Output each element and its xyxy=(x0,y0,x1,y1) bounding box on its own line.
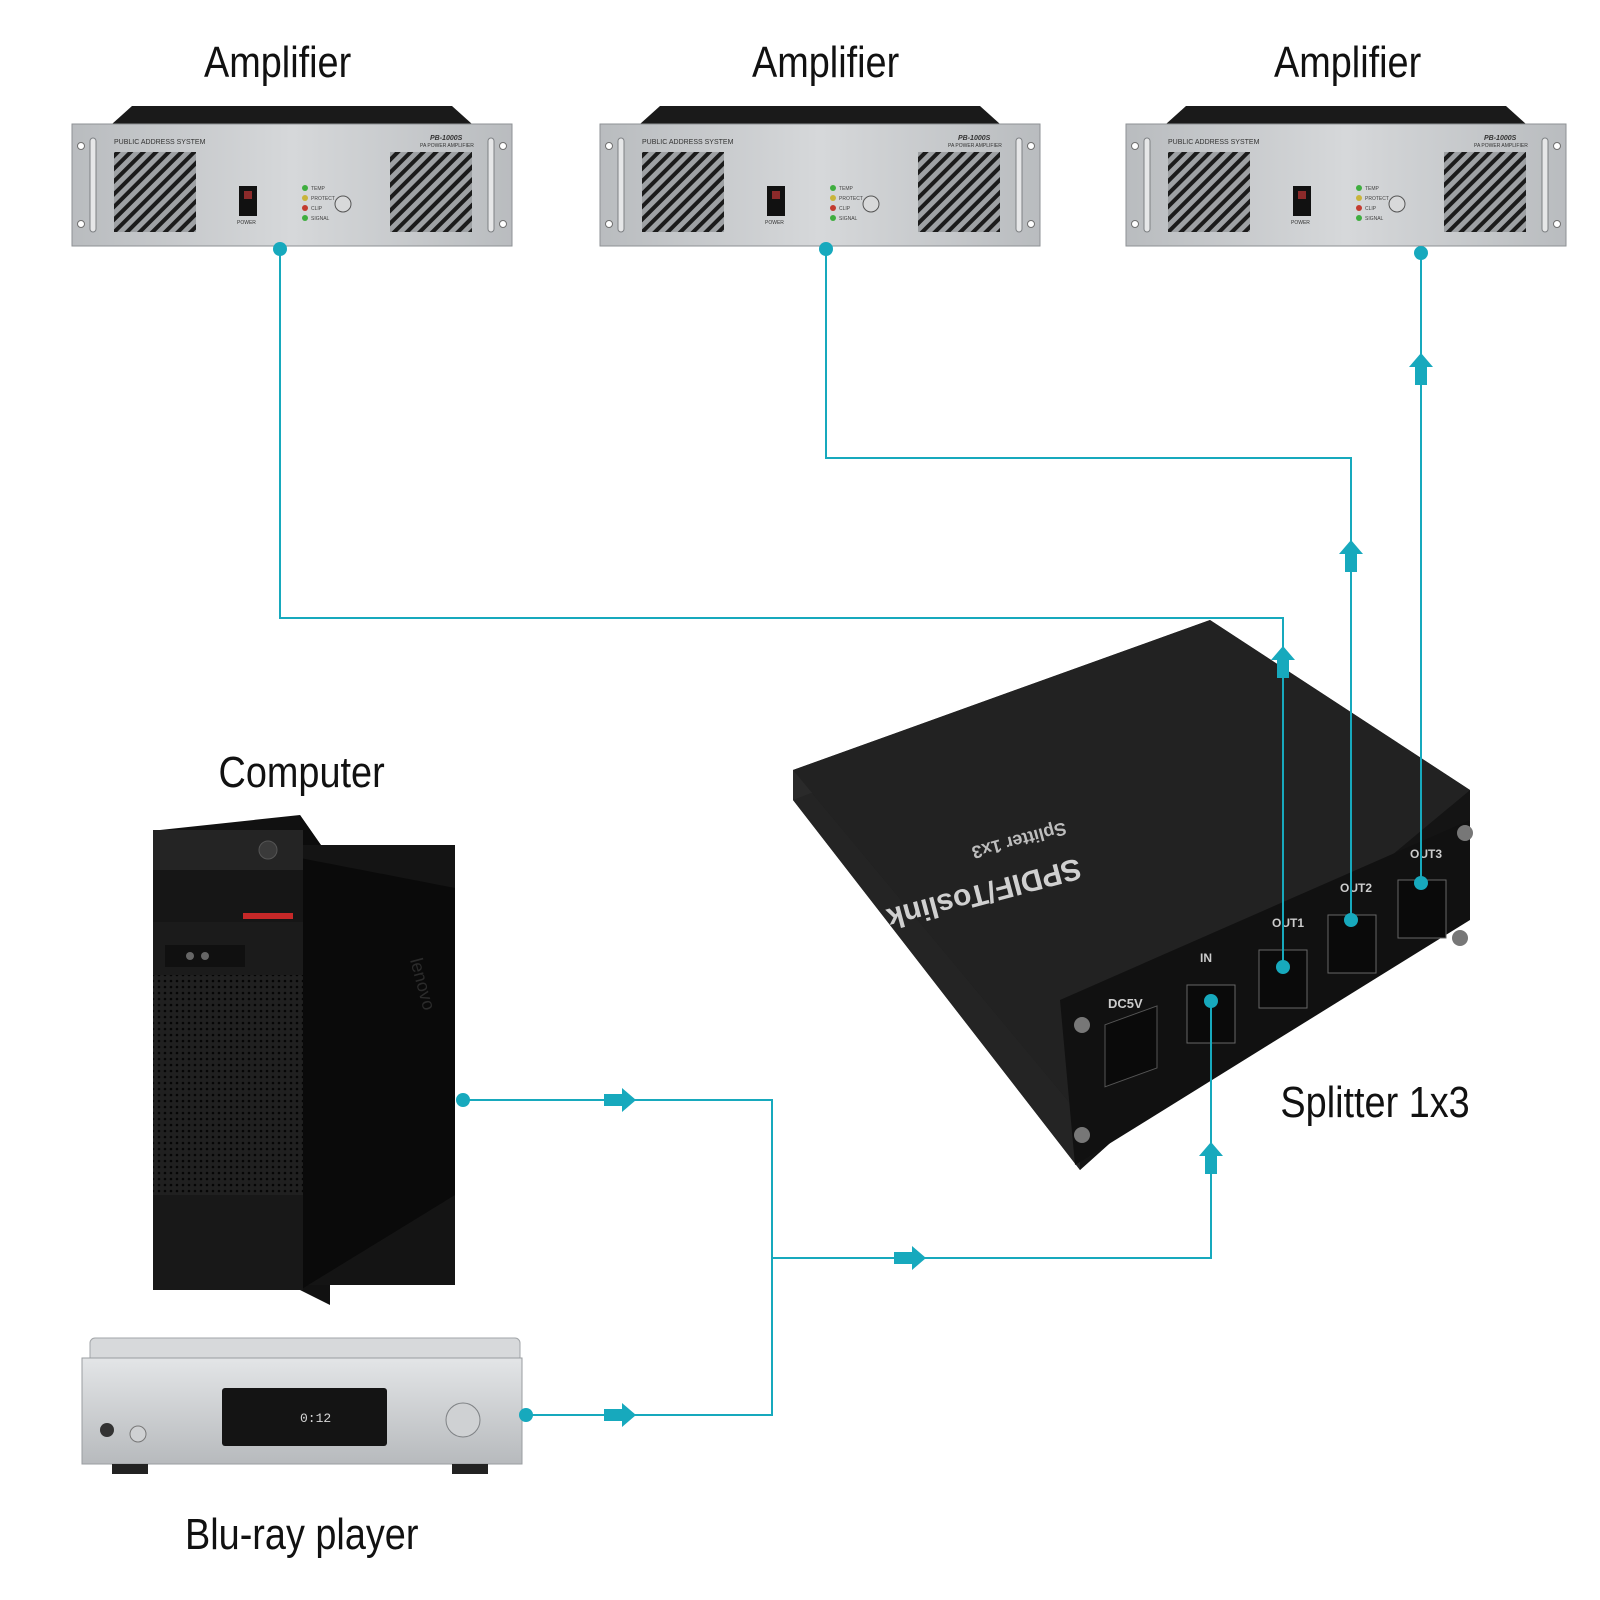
amp3-led-label: TEMP xyxy=(1365,186,1380,192)
amp2-led-label: PROTECT xyxy=(839,196,863,202)
connector-dot-out3 xyxy=(1414,876,1428,890)
amp2-power-text: POWER xyxy=(765,220,784,226)
splitter-dc5v-label: DC5V xyxy=(1108,996,1143,1011)
amplifier-panel-text: PUBLIC ADDRESS SYSTEM PB-1000S PA POWER … xyxy=(114,135,1528,226)
arrow-right-to-splitter xyxy=(894,1246,926,1270)
connector-dot-out1 xyxy=(1276,960,1290,974)
amp2-model-text: PB-1000S xyxy=(958,135,991,142)
connector-dot-amplifier-2 xyxy=(819,242,833,256)
connector-dot-amplifier-3 xyxy=(1414,246,1428,260)
amp2-system-text: PUBLIC ADDRESS SYSTEM xyxy=(642,139,734,146)
computer-device: lenovo xyxy=(153,815,455,1305)
splitter-in-label: IN xyxy=(1200,951,1212,965)
connector-out1-amplifier-1 xyxy=(279,249,1284,967)
amp2-led-label: SIGNAL xyxy=(839,216,858,222)
amp3-led-label: SIGNAL xyxy=(1365,216,1384,222)
splitter-label: Splitter 1x3 xyxy=(1280,1078,1470,1127)
connector-lines xyxy=(273,242,1433,1427)
splitter-out3-label: OUT3 xyxy=(1410,847,1442,861)
bluray-label: Blu-ray player xyxy=(185,1510,419,1559)
amplifier-1-device xyxy=(71,105,513,247)
amplifier-1-label: Amplifier xyxy=(203,38,352,87)
amp3-power-text: POWER xyxy=(1291,220,1310,226)
splitter-device: SPDIF/Toslink Splitter 1x3 DC5V IN OUT1 … xyxy=(793,620,1473,1170)
amplifier-2-label: Amplifier xyxy=(751,38,900,87)
amp3-model-text: PB-1000S xyxy=(1484,135,1517,142)
arrow-up-out2 xyxy=(1339,540,1363,572)
amp3-led-label: PROTECT xyxy=(1365,196,1389,202)
amp1-power-text: POWER xyxy=(237,220,256,226)
arrow-right-bluray xyxy=(604,1403,636,1427)
arrow-up-out1 xyxy=(1271,646,1295,678)
amp1-led-label: CLIP xyxy=(311,206,323,212)
connector-dot-in xyxy=(1204,994,1218,1008)
amp1-system-text: PUBLIC ADDRESS SYSTEM xyxy=(114,139,206,146)
amp1-led-label: PROTECT xyxy=(311,196,335,202)
amp3-led-label: CLIP xyxy=(1365,206,1377,212)
amplifier-led-labels: TEMP PROTECT CLIP SIGNAL TEMP PROTECT CLIP SIGN… xyxy=(311,186,1389,222)
amp1-led-label: SIGNAL xyxy=(311,216,330,222)
bluray-device: 0:12 xyxy=(81,1337,523,1474)
arrow-up-out3 xyxy=(1409,353,1433,385)
splitter-out1-label: OUT1 xyxy=(1272,916,1304,930)
bluray-display-text: 0:12 xyxy=(300,1411,331,1426)
arrow-right-computer xyxy=(604,1088,636,1112)
amp1-led-label: TEMP xyxy=(311,186,326,192)
connector-dot-bluray xyxy=(519,1408,533,1422)
amp2-led-label: CLIP xyxy=(839,206,851,212)
splitter-out2-label: OUT2 xyxy=(1340,881,1372,895)
arrow-up-in xyxy=(1199,1142,1223,1174)
amp2-model-sub-text: PA POWER AMPLIFIER xyxy=(948,143,1002,149)
amplifier-2-device xyxy=(599,105,1041,247)
connector-dot-out2 xyxy=(1344,913,1358,927)
amp3-system-text: PUBLIC ADDRESS SYSTEM xyxy=(1168,139,1260,146)
connector-dot-computer xyxy=(456,1093,470,1107)
amp1-model-text: PB-1000S xyxy=(430,135,463,142)
amp3-model-sub-text: PA POWER AMPLIFIER xyxy=(1474,143,1528,149)
connector-out2-amplifier-2 xyxy=(825,249,1352,920)
amp2-led-label: TEMP xyxy=(839,186,854,192)
amplifier-3-device xyxy=(1125,105,1567,247)
amp1-model-sub-text: PA POWER AMPLIFIER xyxy=(420,143,474,149)
computer-label: Computer xyxy=(218,748,385,797)
connector-dot-amplifier-1 xyxy=(273,242,287,256)
amplifier-3-label: Amplifier xyxy=(1273,38,1422,87)
